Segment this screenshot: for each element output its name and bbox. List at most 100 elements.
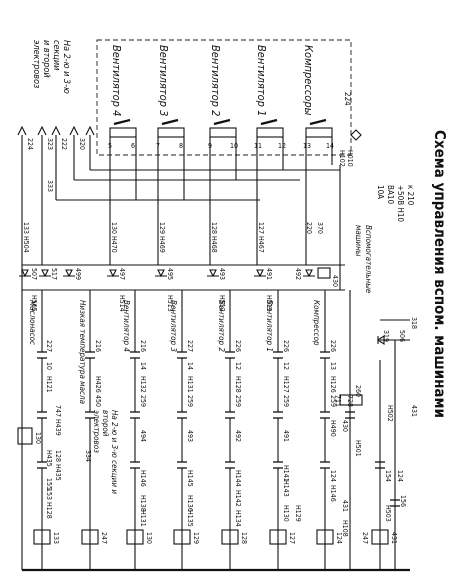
bus-333: 333 [46, 180, 54, 192]
misc-labels: 130 334 124 747 Н439 128 Н435 [34, 405, 404, 482]
mid-2: 259 [234, 395, 242, 407]
aux-machines-line-2: машины [354, 225, 363, 257]
note-line-1: На 2-ю и 3-ю [61, 40, 71, 94]
fn-fan3: Вентилятор 3 [169, 300, 178, 352]
right-9: 124 [329, 470, 337, 482]
branch-370: 370 [316, 222, 324, 234]
fn-code-7: 226 [329, 340, 337, 352]
mid-15: 728 [346, 395, 354, 407]
supply-k210: к 210 [406, 185, 415, 206]
end-2: Н138 [139, 495, 147, 512]
coil-128 [221, 529, 239, 545]
bottom-247b: 247 [361, 532, 369, 544]
fn-b-1: Н121 [45, 376, 53, 393]
right-6: Н143 [282, 480, 290, 497]
right-8: Н141 [282, 465, 290, 482]
contact-gaps [37, 351, 400, 507]
relay-h513: Н513 [166, 295, 174, 312]
right-2: Н435 [45, 450, 53, 467]
feed-lines [56, 150, 341, 290]
note-line-4: электровоз [31, 40, 41, 88]
end-1: 153 Н128 [45, 488, 53, 519]
right-7: Н142 [234, 490, 242, 507]
diode-507: 507 [30, 268, 38, 280]
aux-machines-line-1: Вспомогательные [364, 225, 373, 294]
branch-labels: 220 370 127 Н467 128 Н468 129 Н469 130 Н… [22, 222, 324, 253]
coil-127 [269, 529, 287, 545]
fn-a-7: 13 [329, 362, 337, 370]
right-13: Н503 [384, 505, 392, 522]
wire-h102: Н102 [338, 150, 346, 167]
contact-6: 6 [131, 142, 135, 150]
misc-128: 128 Н435 [54, 450, 62, 481]
misc-747: 747 Н439 [54, 405, 62, 436]
contact-12: 12 [278, 142, 286, 150]
right-4: Н145 [186, 470, 194, 487]
unit-fan3-label: Вентилятор 3 [157, 45, 170, 116]
mid-7: 494 [139, 430, 147, 442]
switch-block-border [96, 39, 352, 156]
end-3: Н136 [186, 495, 194, 512]
unit-compressors-label: Компрессоры [302, 45, 315, 116]
diode-491: 491 [265, 268, 273, 280]
vertical-buses [21, 135, 91, 570]
diode-430: 430 [331, 275, 339, 287]
fn-a-5: 12 [234, 362, 242, 370]
fn-low-oil-temp: Низкая температура масла [78, 300, 87, 404]
contact-14: 14 [326, 142, 334, 150]
diode-499: 499 [74, 268, 82, 280]
coil-124 [316, 529, 334, 545]
function-codes: 227 216 216 227 226 226 226 10 14 14 12 … [45, 340, 337, 393]
diode-5 [155, 269, 167, 278]
diode-7 [254, 269, 266, 278]
fn-a-6: 12 [282, 362, 290, 370]
main-rails [22, 264, 410, 572]
mid-4: 259 [139, 395, 147, 407]
branch-220: 220 [305, 222, 313, 234]
diode-8 [303, 269, 315, 278]
supply-50v: +50В Н10 [396, 185, 405, 222]
supply-labels: к 210 +50В Н10 ВА10 10А [376, 185, 415, 222]
bottom-124: 124 [335, 532, 343, 544]
num-506: 506 [398, 330, 406, 342]
bottom-130: 130 [145, 532, 153, 544]
num-319: 319 [382, 330, 390, 342]
fn-oil-pump: Маслонасос [28, 300, 37, 345]
diode-493: 493 [218, 268, 226, 280]
note-mid-3: электровоз [92, 410, 101, 453]
bus-222: 222 [60, 138, 68, 150]
mid-9: 492 [234, 430, 242, 442]
right-14: 156 [399, 495, 407, 507]
mid-10: 491 [282, 430, 290, 442]
diode-row [19, 267, 331, 279]
note-line-2: секции [51, 40, 61, 70]
bus-323: 323 [46, 138, 54, 150]
bus-label-group: 224 323 222 320 333 [26, 138, 86, 192]
contact-13: 13 [303, 142, 311, 150]
resistor-430 [317, 267, 331, 279]
bottom-247: 247 [100, 532, 108, 544]
contact-numbers: 13 14 11 12 9 10 7 8 5 6 [108, 142, 334, 150]
supply-va10: ВА10 [386, 185, 395, 204]
bottom-128: 128 [240, 532, 248, 544]
diode-4 [107, 269, 119, 278]
bus-224: 224 [26, 138, 34, 150]
end-labels: 153 Н128 Н138 Н136 Н135 Н134 Н130 Н129 Н… [45, 488, 302, 527]
end-6: Н130 [282, 505, 290, 522]
mid-13: 260 [354, 385, 362, 397]
unit-fan1-label: Вентилятор 1 [255, 45, 268, 116]
diode-3 [63, 269, 75, 278]
note-line-3: и второй [41, 40, 51, 78]
bottom-127: 127 [288, 532, 296, 544]
right-12: Н146 [329, 485, 337, 502]
diode-2 [39, 269, 51, 278]
fn-a-1: 10 [45, 362, 53, 370]
note-mid-1: На 2-ю и 3-ю секции и [110, 410, 119, 494]
diode-labels: 507 517 499 497 495 493 491 492 430 [30, 268, 339, 287]
fn-b-5: Н128 [234, 376, 242, 393]
end-5: Н134 [234, 510, 242, 527]
fn-fan2: Вентилятор 2 [217, 300, 226, 352]
coil-129 [173, 529, 191, 545]
function-names: Маслонасос Низкая температура масла Вент… [28, 300, 321, 404]
contact-5: 5 [108, 142, 112, 150]
